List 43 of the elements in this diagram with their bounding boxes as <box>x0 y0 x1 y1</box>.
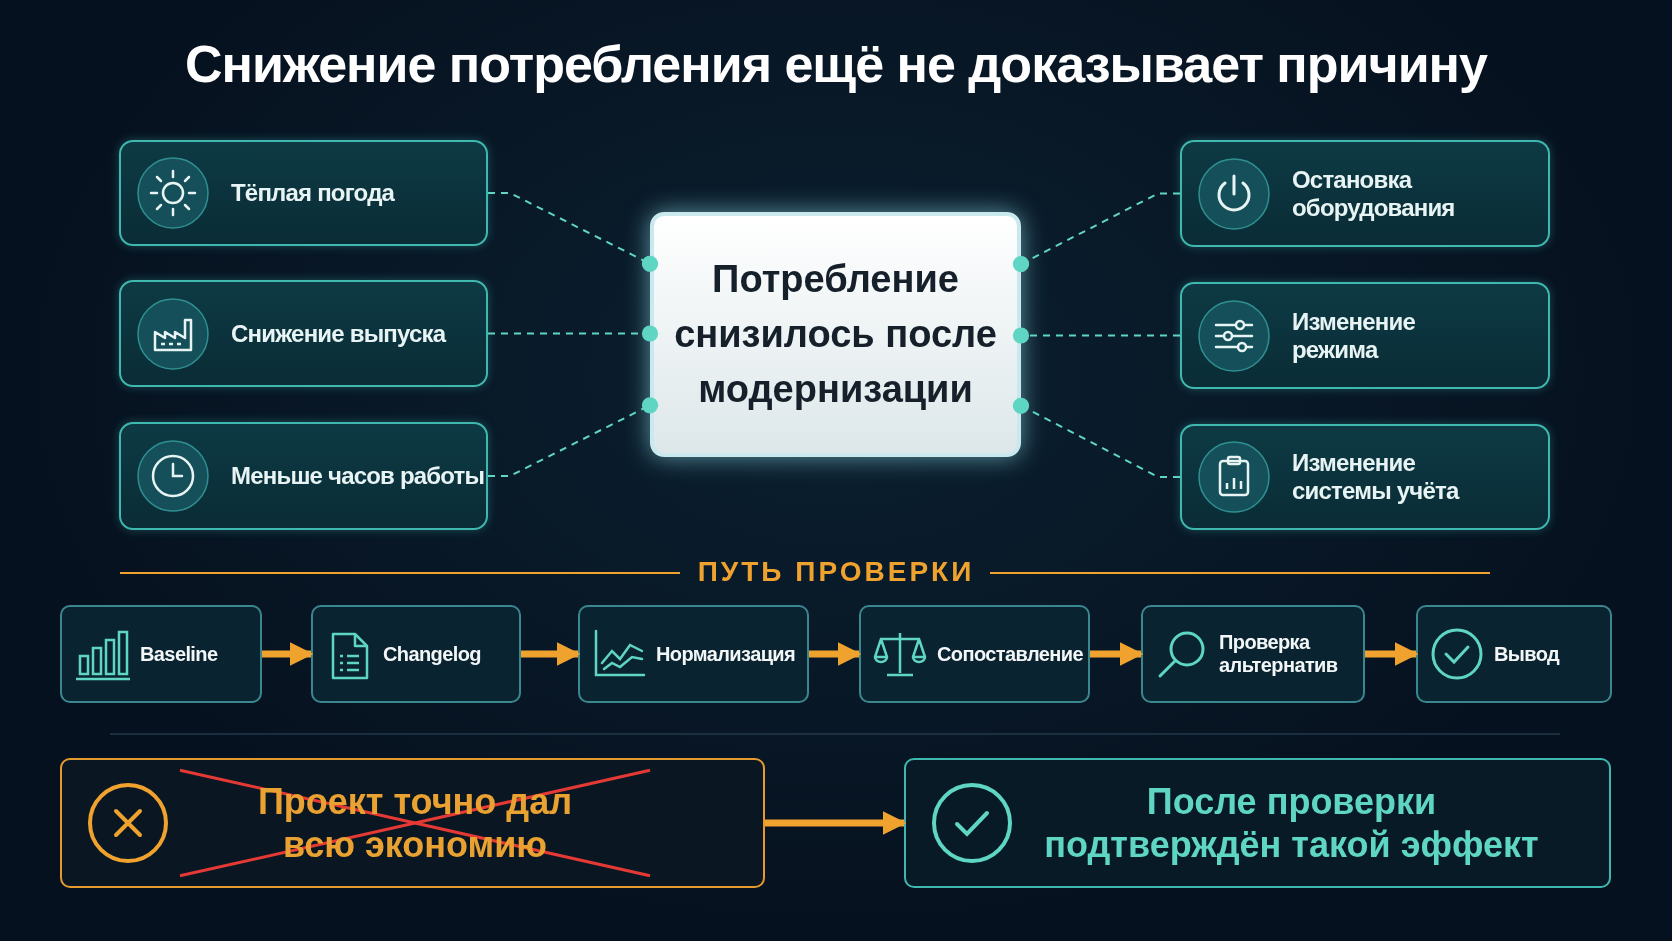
card-text: Проверка альтернатив <box>1219 631 1339 677</box>
step-card <box>60 605 262 703</box>
card-text: Изменение системы учёта <box>1292 449 1461 505</box>
card-text: Остановка оборудования <box>1292 165 1456 222</box>
arrow <box>809 642 862 666</box>
card-text: Changelog <box>383 642 481 666</box>
arrow <box>1090 642 1144 666</box>
rejected-claim-card <box>60 758 765 888</box>
confirmed-claim-card <box>904 758 1611 888</box>
claim-card <box>650 212 1021 457</box>
dashed-connector <box>1012 397 1181 478</box>
dashed-connector <box>487 192 659 272</box>
card-text: Сопоставление <box>937 642 1084 666</box>
card-text: Снижение выпуска <box>231 319 446 348</box>
dashed-connector <box>1012 327 1181 344</box>
card-text: Baseline <box>140 642 218 666</box>
step-card <box>311 605 521 703</box>
step-card <box>1141 605 1365 703</box>
cause-card <box>1180 282 1550 389</box>
step-card <box>1416 605 1612 703</box>
card-text: Нормализация <box>656 642 796 666</box>
step-card <box>859 605 1090 703</box>
claim-text: Потребление снизилось после модернизации <box>673 256 998 413</box>
card-text: После проверки подтверждён такой эффект <box>1043 779 1540 867</box>
arrow <box>262 642 314 666</box>
dashed-connector <box>1012 192 1181 273</box>
dashed-connector <box>487 325 659 342</box>
card-text: Меньше часов работы <box>231 462 485 490</box>
cause-card <box>119 140 488 246</box>
title: Снижение потребления ещё не доказывает причину <box>184 34 1489 94</box>
arrow <box>1365 642 1419 666</box>
step-card <box>578 605 809 703</box>
arrow <box>765 811 907 835</box>
cause-card <box>119 422 488 530</box>
card-text: Изменение режима <box>1292 307 1416 364</box>
section-label: ПУТЬ ПРОВЕРКИ <box>696 556 976 588</box>
card-text: Тёплая погода <box>231 179 395 207</box>
cause-card <box>1180 140 1550 247</box>
dashed-connector <box>487 397 659 477</box>
arrow <box>521 642 581 666</box>
cause-card <box>119 280 488 387</box>
cause-card <box>1180 424 1550 530</box>
card-text: Вывод <box>1494 642 1560 666</box>
